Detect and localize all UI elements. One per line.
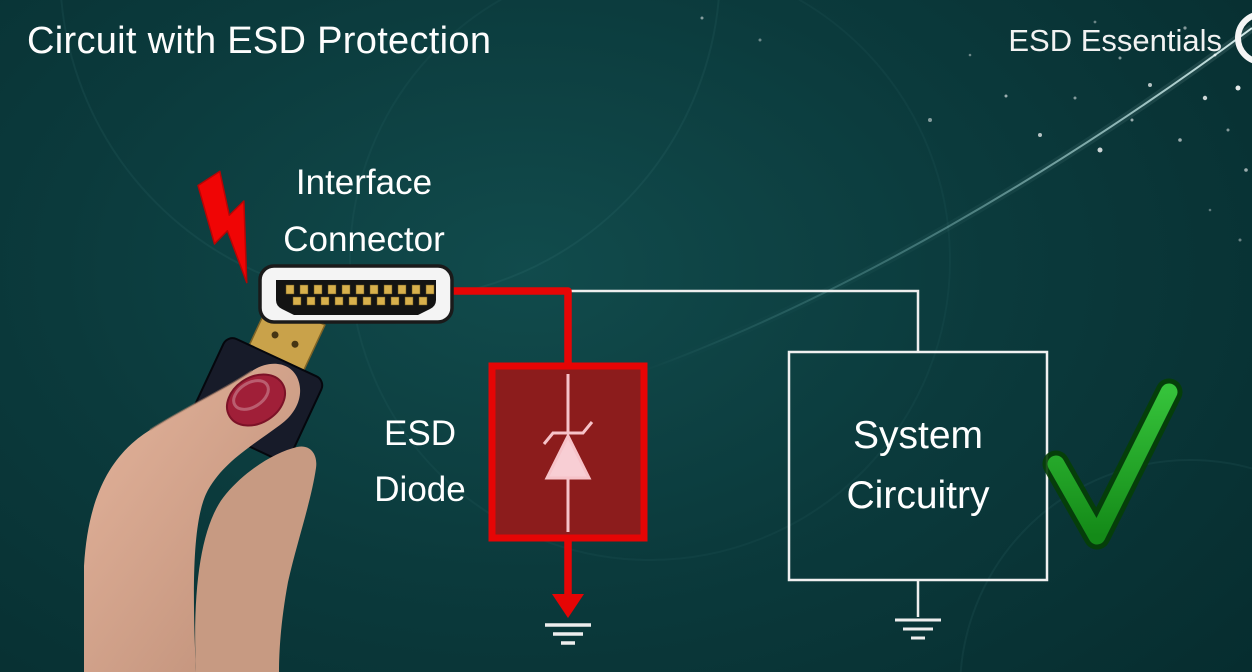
system-circuitry-label: System Circuitry [789, 352, 1047, 580]
star-dots [700, 16, 1248, 242]
esd-diode-box [488, 362, 648, 542]
system-label-line1: System [852, 413, 984, 457]
brand-logo-icon [1235, 12, 1252, 64]
white-wire [568, 289, 920, 353]
ground-icon [895, 618, 941, 640]
system-label-line2: Circuitry [846, 474, 990, 517]
hand-holding-plug-image [84, 363, 317, 672]
page-title: Circuit with ESD Protection [27, 20, 492, 62]
red-wire [450, 287, 572, 370]
thumbnail-nail [226, 373, 286, 427]
lightning-bolt-icon [197, 170, 248, 284]
diode-label-line2: Diode [374, 470, 466, 509]
connector-label: Interface Connector [248, 155, 480, 268]
hdmi-connector-icon [258, 264, 454, 324]
diode-label-line1: ESD [384, 414, 456, 453]
connector-label-line1: Interface [295, 163, 433, 202]
ground-icon [545, 623, 591, 645]
brand-text: ESD Essentials [1008, 23, 1222, 58]
checkmark-icon [1042, 378, 1183, 550]
ground-arrow [552, 541, 584, 618]
diode-label: ESD Diode [350, 406, 490, 518]
connector-label-line2: Connector [283, 219, 445, 259]
tvs-diode-symbol-icon [542, 374, 594, 532]
